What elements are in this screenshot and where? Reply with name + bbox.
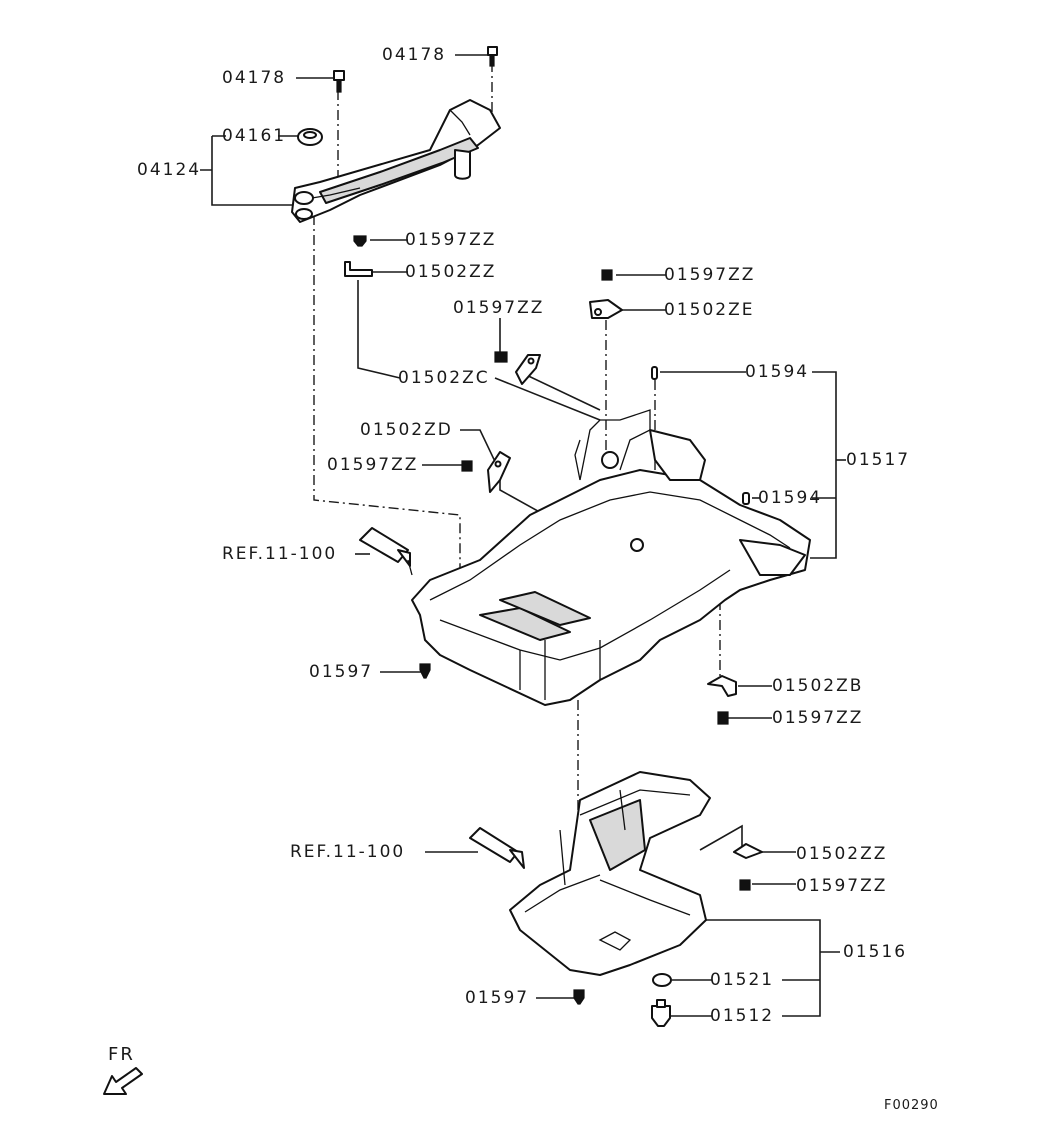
bolt-01597ZZ-a-icon <box>353 235 367 247</box>
label-01597ZZ-a: 01597ZZ <box>405 230 497 250</box>
label-01517: 01517 <box>846 450 911 470</box>
bolt-01597-b-icon <box>573 989 585 1005</box>
bracket-01502ZD-icon <box>487 451 511 493</box>
sealant-tube-upper-icon <box>359 527 413 576</box>
sealant-tube-lower-icon <box>469 827 525 869</box>
gasket-01521-icon <box>652 973 672 987</box>
label-01597ZZ-f: 01597ZZ <box>796 876 888 896</box>
label-01502ZZ-b: 01502ZZ <box>796 844 888 864</box>
bolt-01597ZZ-e-icon <box>717 711 729 725</box>
leader-lines <box>200 54 846 1017</box>
label-01597ZZ-e: 01597ZZ <box>772 708 864 728</box>
label-04161: 04161 <box>222 126 287 146</box>
front-marker-label: FR <box>108 1044 135 1065</box>
label-04124: 04124 <box>137 160 202 180</box>
washer-04161-icon <box>297 128 323 146</box>
label-01502ZZ-a: 01502ZZ <box>405 262 497 282</box>
clip-01502ZZ-b-icon <box>733 843 763 859</box>
dowel-01594-a-icon <box>651 366 658 380</box>
label-01597ZZ-b: 01597ZZ <box>664 265 756 285</box>
label-01594-b: 01594 <box>758 488 823 508</box>
label-01521: 01521 <box>710 970 775 990</box>
label-01502ZD: 01502ZD <box>360 420 453 440</box>
label-ref-lower: REF.11-100 <box>290 842 406 862</box>
label-01597-b: 01597 <box>465 988 530 1008</box>
dowel-01594-b-icon <box>742 492 750 505</box>
lower-oil-pan <box>509 771 711 976</box>
bracket-01502ZE-icon <box>589 299 623 319</box>
label-01502ZE: 01502ZE <box>664 300 755 320</box>
label-01502ZC: 01502ZC <box>398 368 490 388</box>
bolt-01597ZZ-f-icon <box>739 879 751 891</box>
label-01502ZB: 01502ZB <box>772 676 864 696</box>
drain-plug-01512-icon <box>651 999 671 1027</box>
label-01594-a: 01594 <box>745 362 810 382</box>
bolt-01597-a-icon <box>419 663 431 679</box>
label-01597-a: 01597 <box>309 662 374 682</box>
bolt-01597ZZ-c-icon <box>494 351 508 363</box>
label-01512: 01512 <box>710 1006 775 1026</box>
clip-01502ZZ-a-icon <box>344 261 373 277</box>
bolt-04178-top-icon <box>487 46 498 67</box>
label-01597ZZ-c: 01597ZZ <box>453 298 545 318</box>
front-arrow-icon <box>103 1067 143 1095</box>
bracket-01502ZC-icon <box>515 354 541 385</box>
label-04178-left: 04178 <box>222 68 287 88</box>
label-01516: 01516 <box>843 942 908 962</box>
bolt-01597ZZ-b-icon <box>601 269 613 281</box>
label-04178-top: 04178 <box>382 45 447 65</box>
bolt-04178-left-icon <box>333 70 345 93</box>
label-01597ZZ-d: 01597ZZ <box>327 455 419 475</box>
bracket-01502ZB-icon <box>707 675 737 697</box>
oil-pan-baffle-bracket <box>291 99 501 223</box>
label-ref-upper: REF.11-100 <box>222 544 338 564</box>
upper-oil-pan <box>411 409 811 706</box>
bolt-01597ZZ-d-icon <box>461 460 473 472</box>
figure-code: F00290 <box>884 1098 939 1113</box>
